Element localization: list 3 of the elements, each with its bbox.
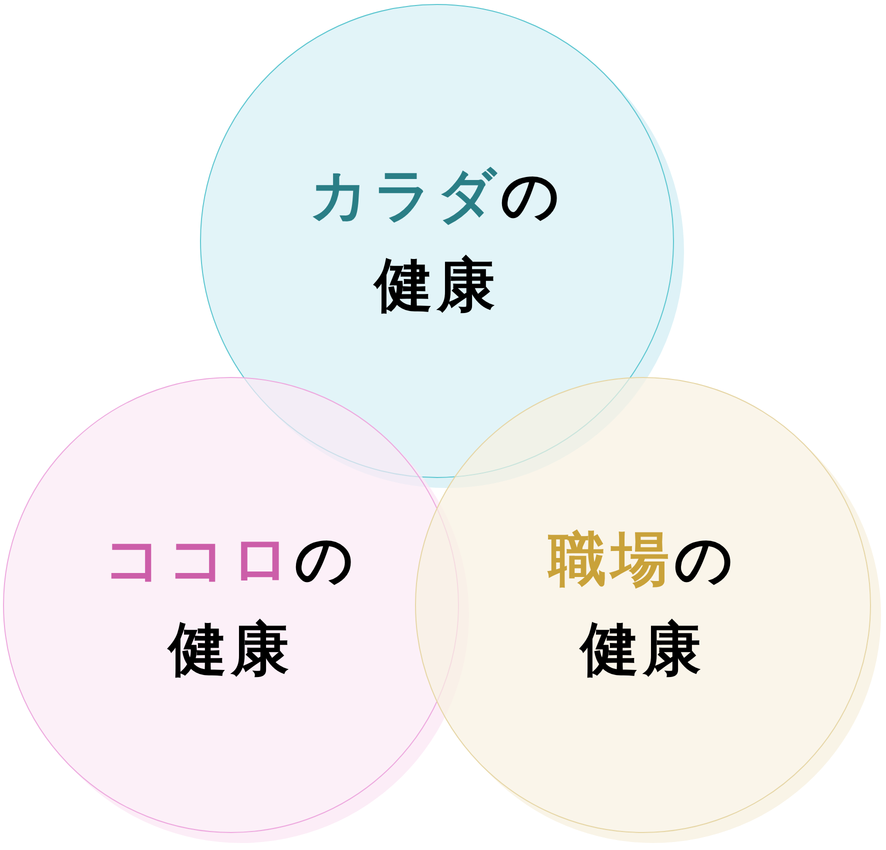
circle-label: カラダの健康 [308, 160, 566, 321]
circle-label: 職場の健康 [546, 524, 738, 685]
circle-label: ココロ の健康 [102, 524, 360, 685]
